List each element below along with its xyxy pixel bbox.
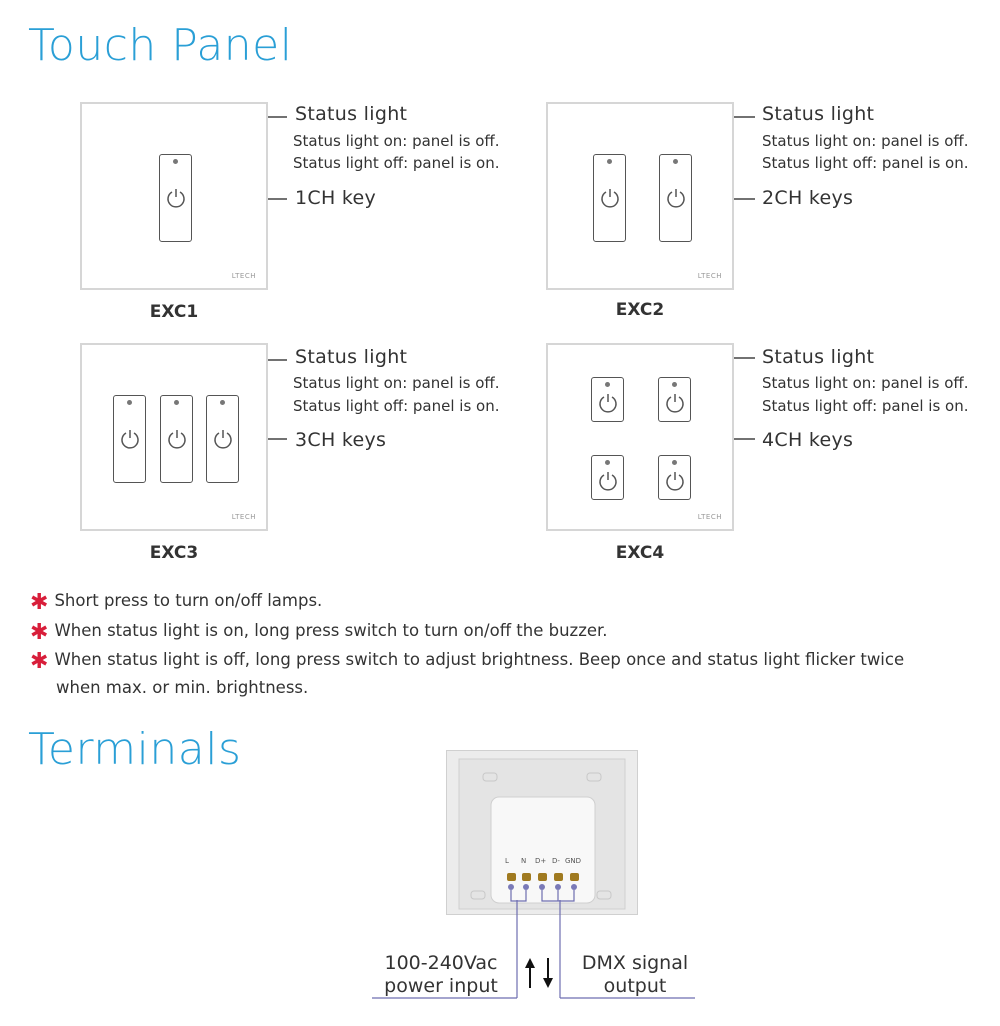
panel-caption: EXC2	[615, 300, 665, 320]
pin-label-l: L	[505, 857, 509, 865]
asterisk-icon: ✱	[30, 620, 49, 645]
pin-label-dminus: D-	[552, 857, 560, 865]
power-key[interactable]	[659, 154, 692, 242]
brand-logo: LTECH	[231, 513, 256, 521]
brand-logo: LTECH	[697, 513, 722, 521]
power-key[interactable]	[658, 455, 691, 500]
dmx-output-line1: DMX signal	[581, 952, 689, 974]
status-off-text: Status light off: panel is on.	[293, 154, 500, 172]
asterisk-icon: ✱	[30, 590, 49, 615]
status-light-label: Status light	[762, 103, 875, 125]
panel-exc3: LTECH	[80, 343, 268, 531]
power-key[interactable]	[591, 377, 624, 422]
power-icon	[666, 189, 685, 208]
note-item: ✱ When status light is off, long press sw…	[30, 649, 904, 674]
power-icon	[166, 189, 185, 208]
status-light-icon	[607, 159, 612, 164]
panel-exc1: LTECH	[80, 102, 268, 290]
pin-label-dplus: D+	[535, 857, 547, 865]
status-light-label: Status light	[762, 346, 875, 368]
power-icon	[665, 471, 684, 491]
power-icon	[213, 430, 232, 449]
status-light-label: Status light	[295, 346, 408, 368]
status-light-icon	[127, 400, 132, 405]
power-key[interactable]	[658, 377, 691, 422]
brand-logo: LTECH	[697, 272, 722, 280]
pin-label-n: N	[521, 857, 527, 865]
power-key[interactable]	[591, 455, 624, 500]
status-light-icon	[672, 460, 677, 465]
keys-label: 1CH key	[295, 187, 377, 209]
status-off-text: Status light off: panel is on.	[762, 397, 969, 415]
brand-logo: LTECH	[231, 272, 256, 280]
power-icon	[600, 189, 619, 208]
note-text: When status light is off, long press swi…	[54, 650, 905, 669]
panel-exc4: LTECH	[546, 343, 734, 531]
status-light-icon	[605, 460, 610, 465]
panel-caption: EXC4	[615, 543, 665, 563]
dmx-output-line2: output	[603, 975, 667, 997]
note-continuation: when max. or min. brightness.	[56, 678, 309, 697]
note-item: ✱ When status light is on, long press swi…	[30, 620, 608, 645]
dmx-output-label: DMX signal output	[566, 952, 704, 998]
keys-label: 3CH keys	[295, 429, 387, 451]
terminals-title: Terminals	[28, 724, 242, 775]
arrow-up-icon	[525, 958, 535, 988]
status-off-text: Status light off: panel is on.	[293, 397, 500, 415]
keys-label: 4CH keys	[762, 429, 854, 451]
panel-exc2: LTECH	[546, 102, 734, 290]
asterisk-icon: ✱	[30, 649, 49, 674]
status-light-icon	[174, 400, 179, 405]
terminal-back-image: L N D+ D- GND	[446, 750, 638, 915]
keys-label: 2CH keys	[762, 187, 854, 209]
power-key[interactable]	[160, 395, 193, 483]
power-icon	[167, 430, 186, 449]
power-key[interactable]	[159, 154, 192, 242]
power-input-line1: 100-240Vac	[384, 952, 498, 974]
note-text: Short press to turn on/off lamps.	[54, 591, 323, 610]
status-on-text: Status light on: panel is off.	[762, 374, 969, 392]
status-light-label: Status light	[295, 103, 408, 125]
status-on-text: Status light on: panel is off.	[293, 132, 500, 150]
arrow-down-icon	[543, 958, 553, 988]
pin-label-gnd: GND	[565, 857, 582, 865]
status-light-icon	[672, 382, 677, 387]
status-on-text: Status light on: panel is off.	[293, 374, 500, 392]
power-icon	[598, 471, 617, 491]
note-text: When status light is on, long press swit…	[54, 621, 608, 640]
power-icon	[598, 393, 617, 413]
power-key[interactable]	[593, 154, 626, 242]
status-light-icon	[173, 159, 178, 164]
power-input-line2: power input	[384, 975, 498, 997]
power-input-label: 100-240Vac power input	[372, 952, 510, 998]
panel-caption: EXC3	[149, 543, 199, 563]
status-on-text: Status light on: panel is off.	[762, 132, 969, 150]
touch-panel-title: Touch Panel	[28, 20, 293, 71]
panel-caption: EXC1	[149, 302, 199, 322]
power-icon	[120, 430, 139, 449]
note-item: ✱ Short press to turn on/off lamps.	[30, 590, 322, 615]
power-icon	[665, 393, 684, 413]
status-off-text: Status light off: panel is on.	[762, 154, 969, 172]
status-light-icon	[673, 159, 678, 164]
power-key[interactable]	[113, 395, 146, 483]
status-light-icon	[220, 400, 225, 405]
status-light-icon	[605, 382, 610, 387]
terminal-block-illustration	[458, 758, 626, 910]
power-key[interactable]	[206, 395, 239, 483]
